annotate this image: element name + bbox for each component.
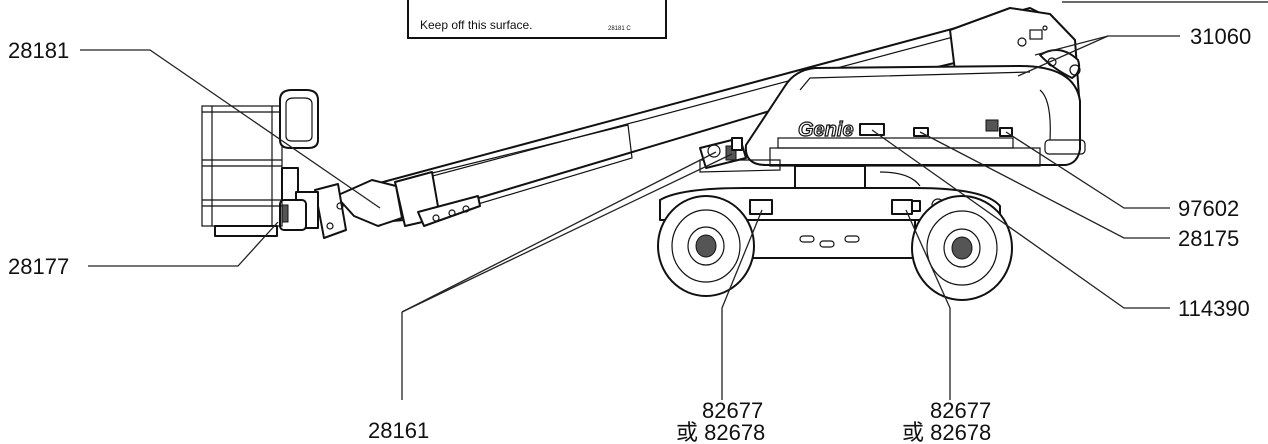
callout-82677-right: 82677 xyxy=(930,398,991,423)
callout-28181: 28181 xyxy=(8,38,69,63)
leader-lines xyxy=(80,35,1180,400)
genie-logo: Genie xyxy=(798,119,854,141)
decal-inset: Keep off this surface. 28181 C xyxy=(407,0,667,39)
rear-wheel xyxy=(911,195,1013,301)
decal-inset-text: Keep off this surface. xyxy=(420,18,533,32)
decal-inset-code: 28181 C xyxy=(608,26,631,32)
callout-labels: 28181 28177 28161 31060 97602 28175 1143… xyxy=(8,24,1251,444)
callout-28161: 28161 xyxy=(368,418,429,443)
callout-114390: 114390 xyxy=(1178,296,1250,321)
callout-97602: 97602 xyxy=(1178,196,1239,221)
callout-31060: 31060 xyxy=(1190,24,1251,49)
callout-82678-left: 或 82678 xyxy=(676,420,765,444)
platform-basket xyxy=(201,89,319,237)
main-boom xyxy=(371,7,1053,227)
callout-28175: 28175 xyxy=(1178,226,1239,251)
callout-82677-left: 82677 xyxy=(702,398,763,423)
platform-rotator xyxy=(279,167,319,231)
chassis xyxy=(659,187,1001,259)
callout-82678-right: 或 82678 xyxy=(902,420,991,444)
boom-lift-drawing: Genie xyxy=(201,7,1086,301)
turret-cover: Genie xyxy=(744,65,1086,167)
boom-pivot xyxy=(699,137,747,169)
callout-28177: 28177 xyxy=(8,254,69,279)
front-wheel xyxy=(657,195,755,297)
jib xyxy=(314,179,403,239)
